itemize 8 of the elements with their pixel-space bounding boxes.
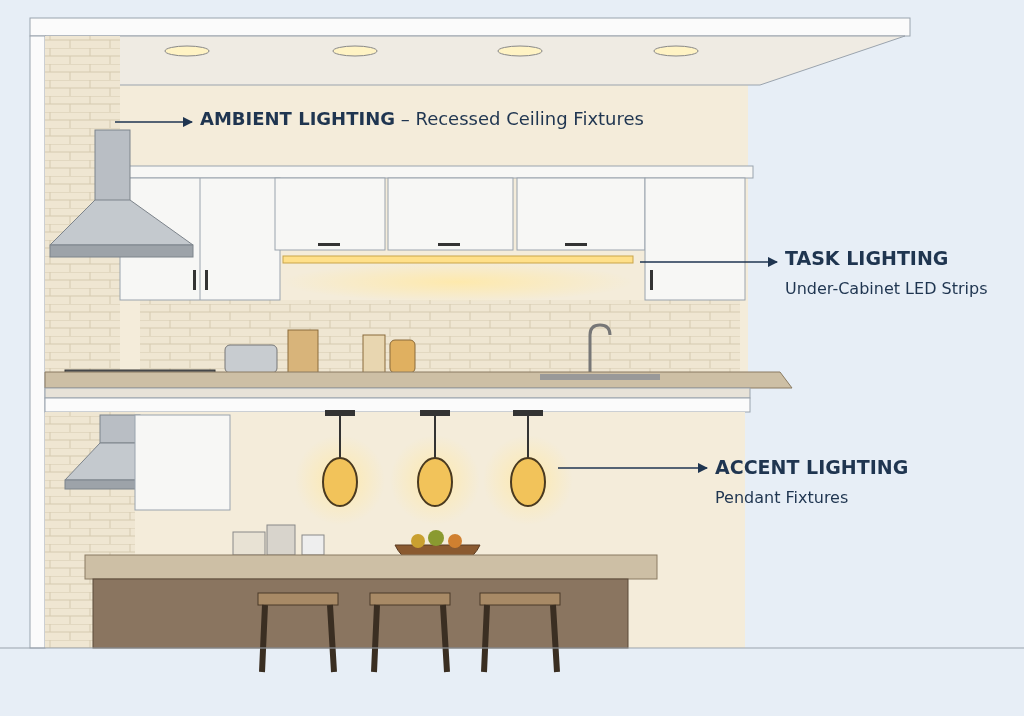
callout-heading: TASK LIGHTING <box>785 247 949 269</box>
leader-line <box>114 116 194 128</box>
callout-text: Under-Cabinet LED Strips <box>785 279 988 298</box>
leader-line <box>557 462 709 474</box>
callout-text: AMBIENT LIGHTING – Recessed Ceiling Fixtures <box>200 108 644 129</box>
callout-heading: ACCENT LIGHTING <box>715 456 909 478</box>
leader-line <box>639 256 779 268</box>
callout-text: Pendant Fixtures <box>715 488 849 507</box>
